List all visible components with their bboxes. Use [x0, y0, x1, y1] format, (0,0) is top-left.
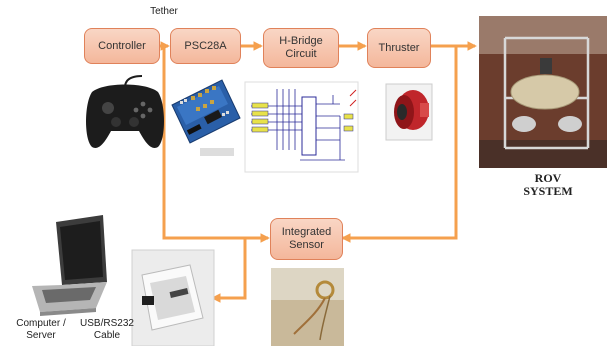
rov-system-label: ROV SYSTEM: [510, 171, 586, 199]
cable-label-line2: Cable: [93, 329, 121, 341]
tether-line: [162, 46, 270, 243]
sensor-to-interface-line: [211, 238, 247, 303]
cable-label-line1: USB/RS232: [80, 318, 134, 329]
rov-picture: [479, 16, 607, 168]
thruster-block-label: Thruster: [378, 41, 420, 54]
laptop-picture: [32, 215, 107, 316]
connectors: [160, 41, 477, 303]
thruster-block: Thruster: [367, 28, 431, 68]
sensor-picture: [271, 268, 344, 346]
psc28a-block: PSC28A: [170, 28, 241, 64]
thruster-picture: [385, 83, 433, 141]
computer-server-label: Computer / Server: [12, 318, 70, 341]
psc28a-block-label: PSC28A: [184, 39, 227, 52]
rov-label-line2: SYSTEM: [523, 184, 573, 199]
rov-label-line1: ROV: [534, 171, 562, 185]
interface-board-picture: [131, 249, 215, 346]
computer-label-line2: Server: [26, 329, 56, 341]
h-bridge-label-line1: H-Bridge: [279, 35, 323, 48]
controller-block-label: Controller: [98, 39, 146, 52]
h-bridge-block: H-Bridge Circuit: [263, 28, 339, 68]
usb-rs232-cable-label: USB/RS232 Cable: [80, 318, 134, 341]
gamepad-picture: [86, 75, 164, 148]
rov-to-sensor-line: [341, 46, 458, 243]
tether-label: Tether: [150, 6, 178, 17]
integrated-sensor-block: Integrated Sensor: [270, 218, 343, 260]
computer-label-line1: Computer /: [16, 318, 66, 329]
controller-block: Controller: [84, 28, 160, 64]
sensor-label-line2: Sensor: [289, 239, 324, 251]
h-bridge-label-line2: Circuit: [285, 48, 317, 60]
servo-board-picture: [171, 79, 241, 156]
sensor-label-line1: Integrated: [281, 226, 332, 239]
schematic-picture: [244, 81, 359, 173]
